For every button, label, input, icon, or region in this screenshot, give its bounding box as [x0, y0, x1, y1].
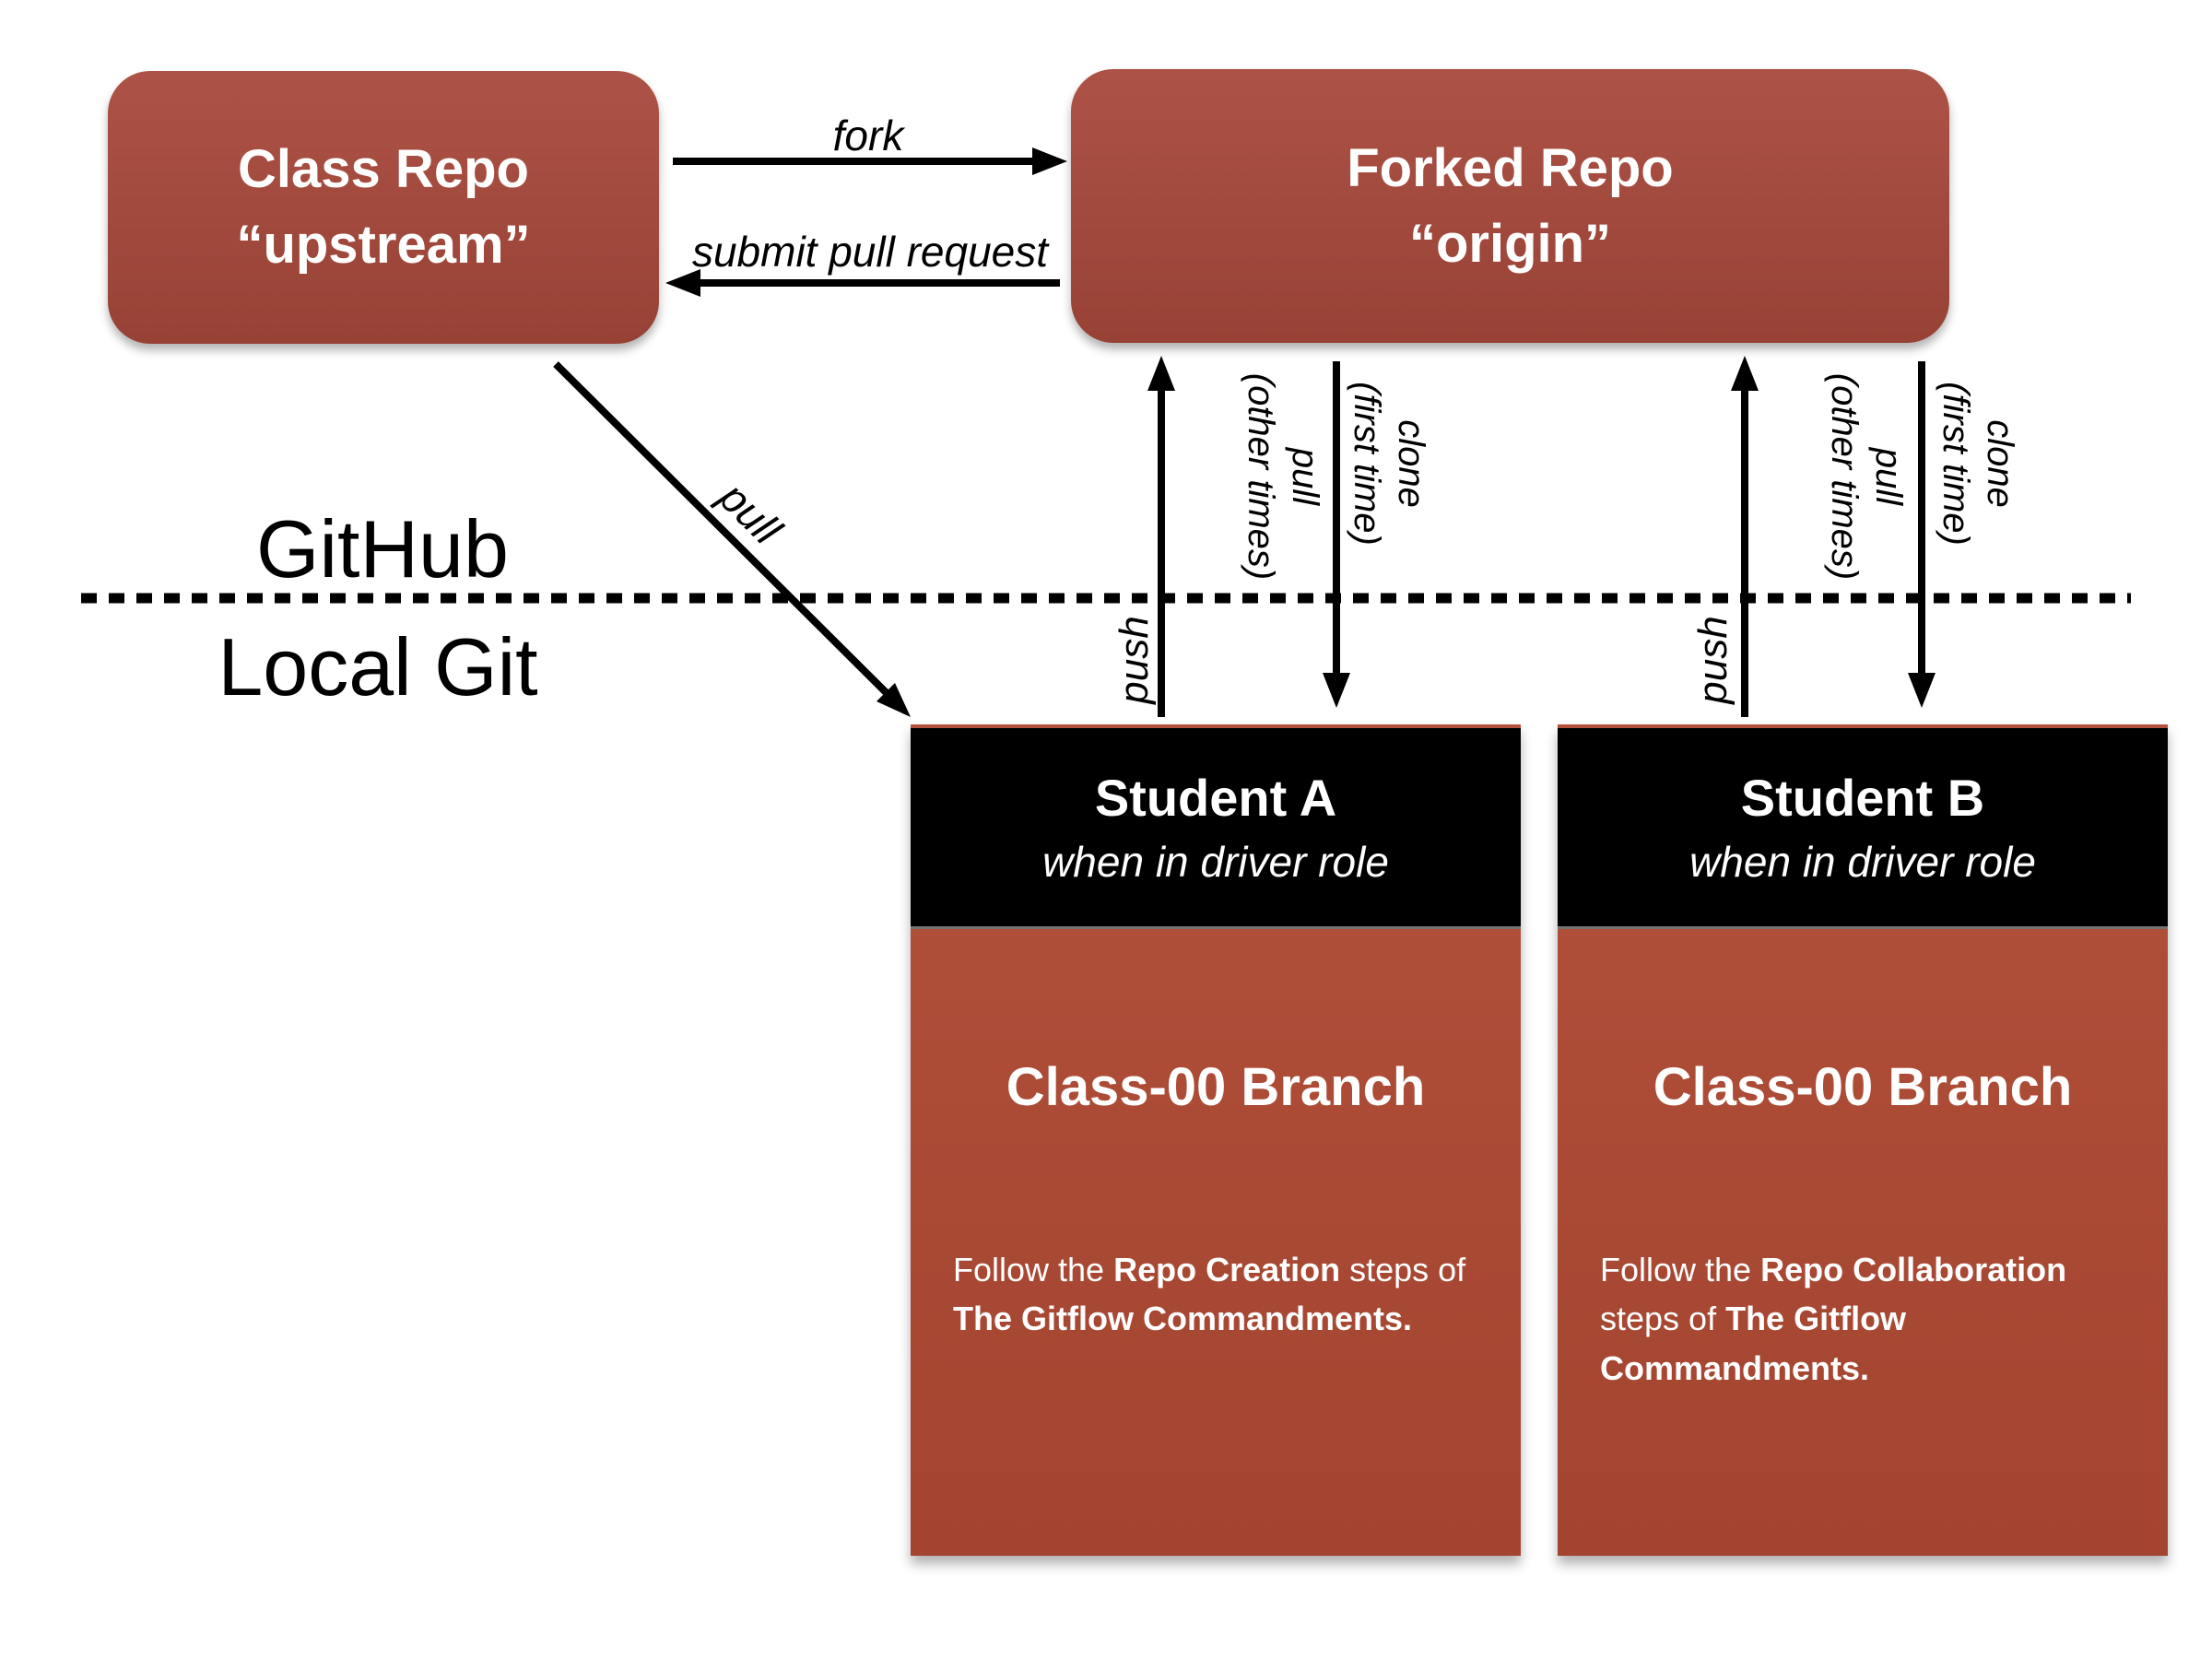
class-repo-title: Class Repo — [238, 139, 529, 199]
pull-other-times-label-student-b: pull (other times) — [1822, 347, 1911, 606]
student-a-branch-title: Class-00 Branch — [1006, 1057, 1426, 1117]
github-zone-label: GitHub — [256, 503, 509, 594]
push-label-student-a: push — [1112, 616, 1157, 704]
clone-first-time-label-student-b: clone (first time) — [1934, 335, 2022, 593]
clone-first-time-label-student-a: clone (first time) — [1345, 335, 1433, 593]
student-b-card: Student B when in driver role Class-00 B… — [1558, 724, 2168, 1556]
forked-repo-alias: “origin” — [1408, 213, 1612, 274]
fork-arrow-label: fork — [832, 112, 904, 159]
student-b-subtitle: when in driver role — [1689, 838, 2036, 886]
student-b-branch-title: Class-00 Branch — [1653, 1057, 2073, 1117]
clone-label-line2: (first time) — [1936, 382, 1976, 546]
student-a-subtitle: when in driver role — [1042, 838, 1389, 886]
pull-label-line1: pull — [1285, 447, 1325, 506]
text-segment: Follow the — [1600, 1251, 1761, 1288]
text-segment-bold: Repo Collaboration — [1760, 1251, 2067, 1288]
forked-repo-title: Forked Repo — [1347, 137, 1674, 198]
forked-repo-box: Forked Repo “origin” — [1071, 69, 1949, 343]
local-git-zone-label: Local Git — [218, 621, 538, 712]
submit-pull-request-arrow-label: submit pull request — [691, 228, 1049, 276]
student-a-title: Student A — [1094, 769, 1337, 827]
clone-label-line1: clone — [1980, 419, 2020, 508]
pull-diagonal-arrow-label: pull — [710, 472, 791, 554]
clone-label-line2: (first time) — [1347, 382, 1387, 546]
clone-label-line1: clone — [1391, 419, 1431, 508]
student-b-title: Student B — [1740, 769, 1985, 827]
text-segment-bold: The Gitflow Commandments. — [1600, 1300, 1907, 1387]
class-repo-alias: “upstream” — [236, 215, 531, 275]
student-b-header: Student B when in driver role — [1558, 728, 2168, 929]
pull-label-line1: pull — [1868, 447, 1909, 506]
pull-label-line2: (other times) — [1241, 372, 1281, 581]
clone-pull-arrow-student-b — [1908, 361, 1936, 708]
text-segment-bold: Repo Creation — [1113, 1251, 1341, 1288]
push-label-student-b: push — [1690, 616, 1735, 704]
pull-diagonal-arrow — [553, 361, 911, 717]
student-a-header: Student A when in driver role — [911, 728, 1521, 929]
student-a-instructions: Follow the Repo Creation steps of The Gi… — [953, 1245, 1478, 1344]
text-segment: Follow the — [953, 1251, 1114, 1288]
student-a-card: Student A when in driver role Class-00 B… — [911, 724, 1521, 1556]
pull-other-times-label-student-a: pull (other times) — [1239, 347, 1327, 606]
text-segment: steps of — [1600, 1300, 1726, 1338]
pull-label-line2: (other times) — [1824, 372, 1865, 581]
text-segment: steps of — [1340, 1251, 1466, 1288]
text-segment-bold: The Gitflow Commandments. — [953, 1300, 1413, 1338]
class-repo-box: Class Repo “upstream” — [108, 71, 659, 344]
student-b-instructions: Follow the Repo Collaboration steps of T… — [1600, 1245, 2125, 1393]
